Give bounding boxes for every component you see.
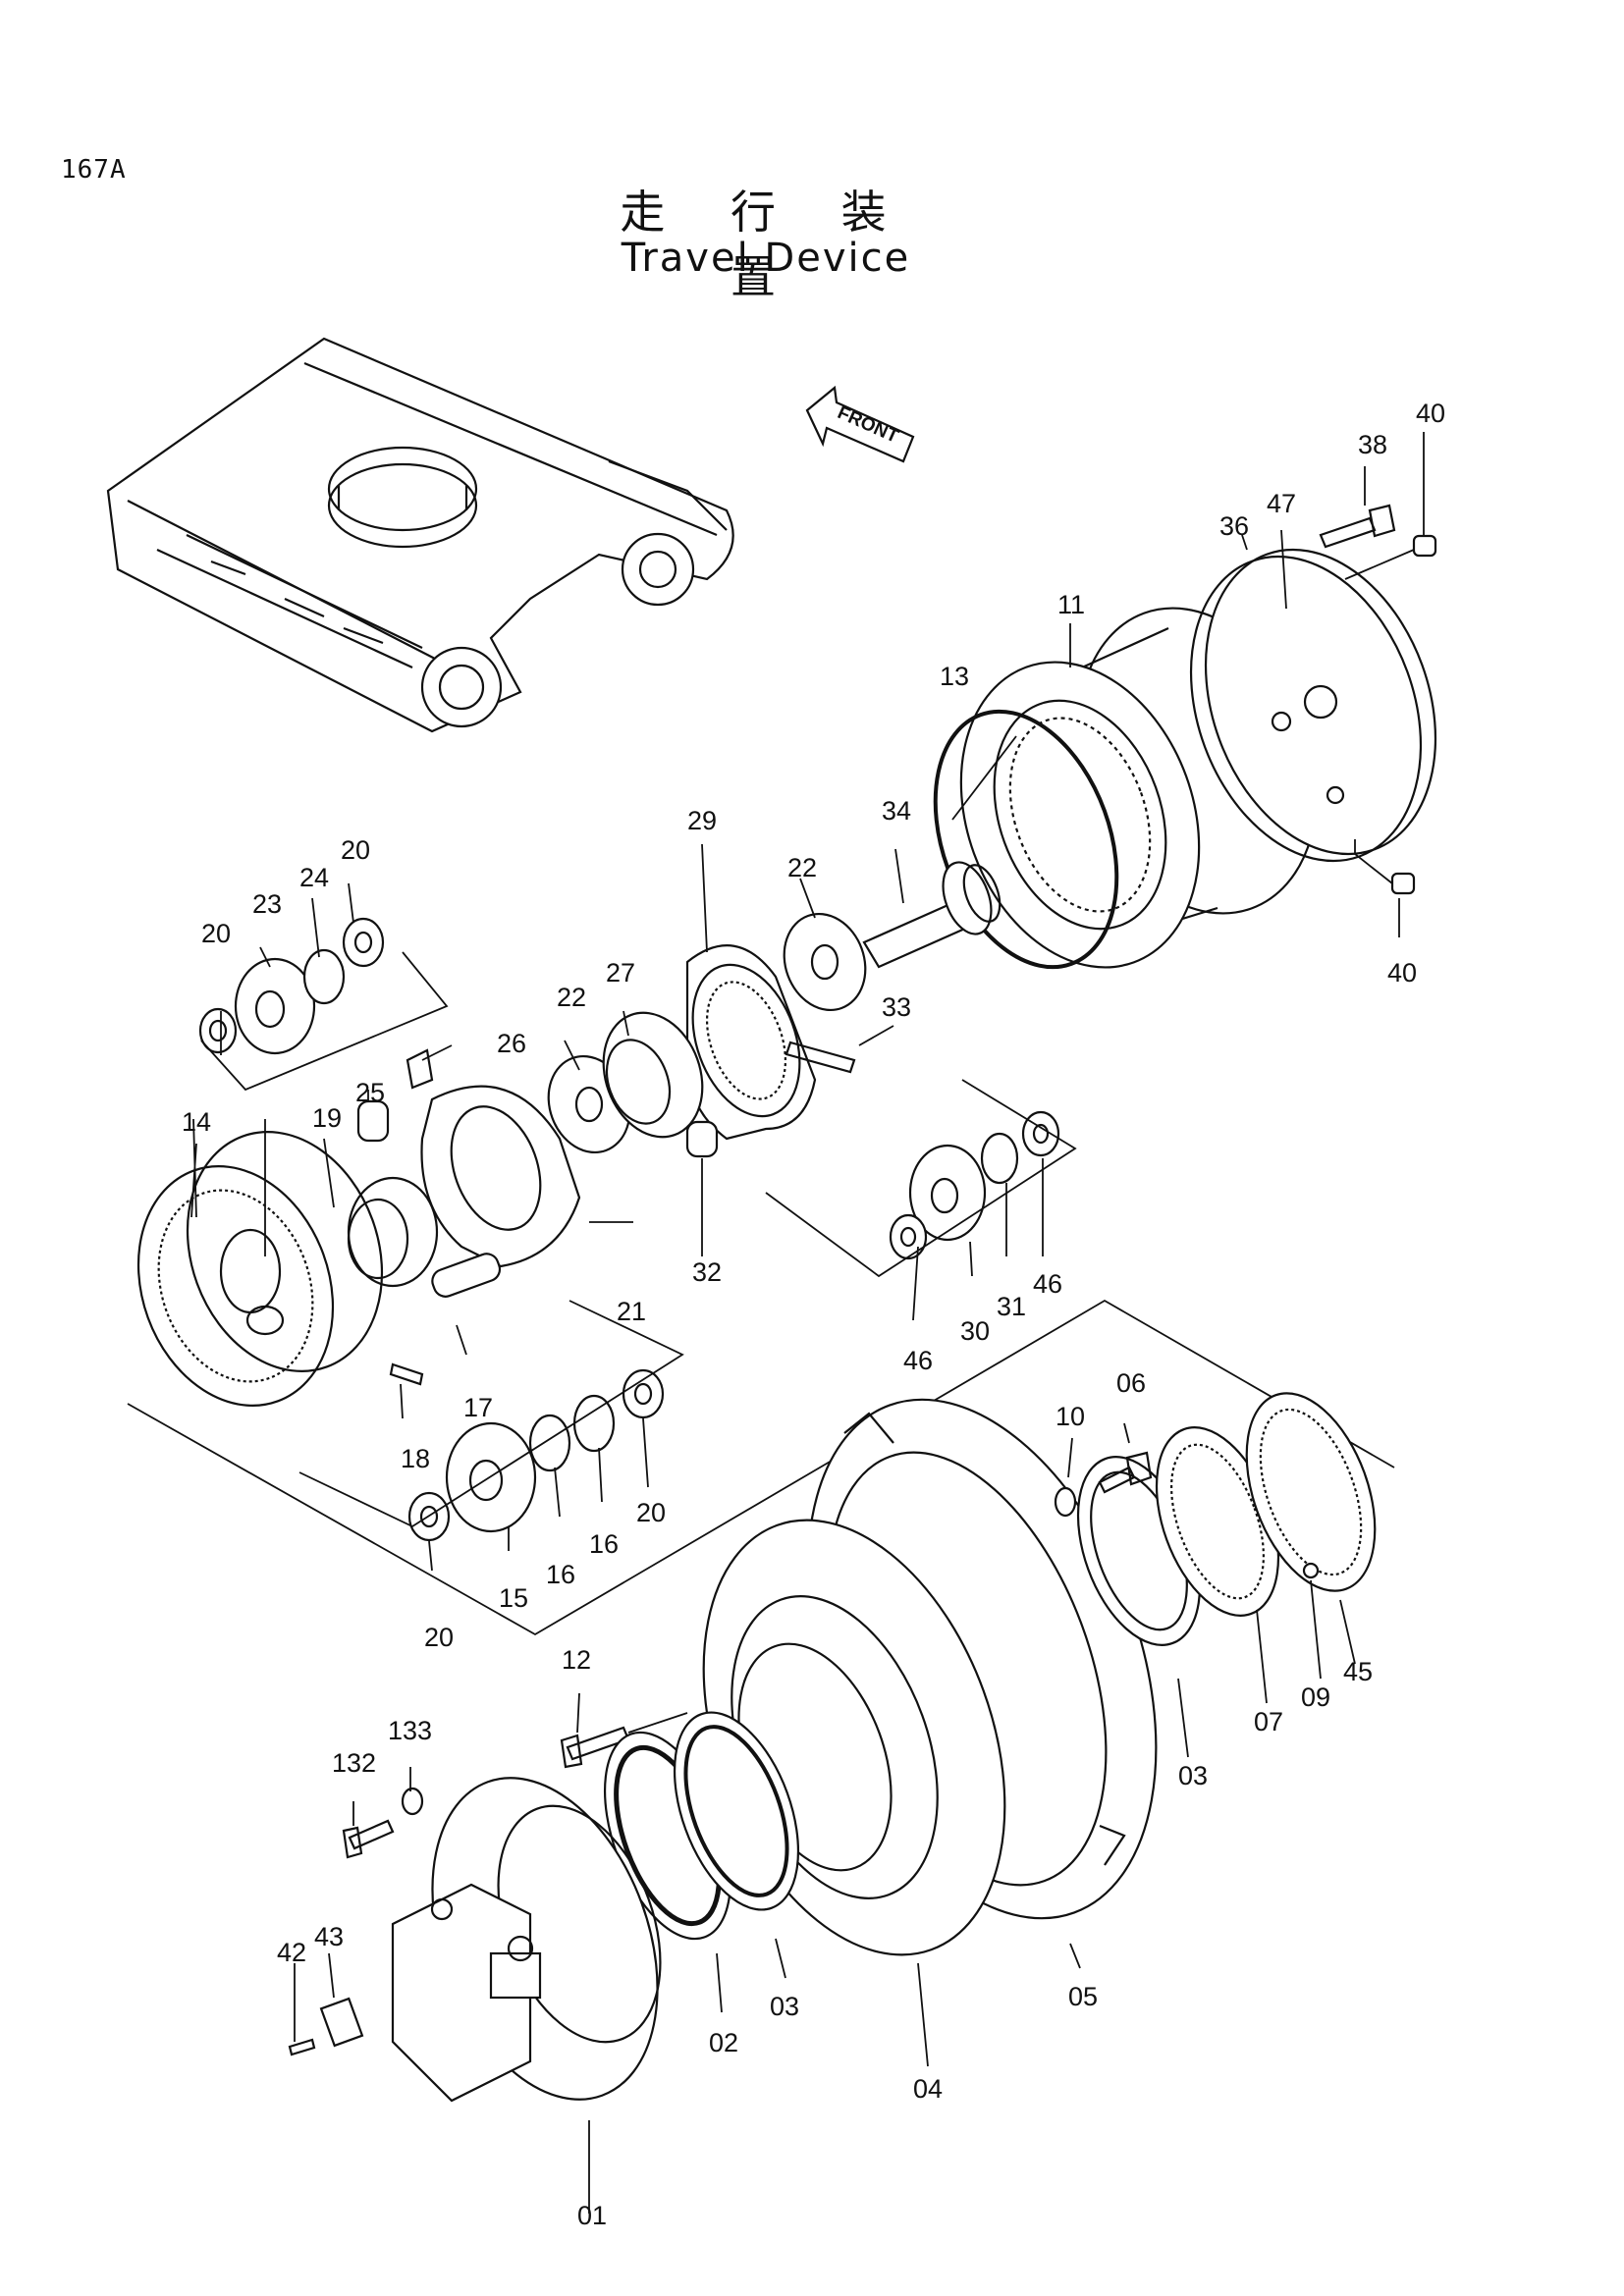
part-24-bearing: [302, 948, 346, 1005]
callout-10: 10: [1056, 1402, 1085, 1431]
title-japanese: 走 行 装 置: [620, 186, 912, 303]
part-16-bearing-b: [572, 1394, 616, 1453]
callout-16-a: 16: [546, 1560, 575, 1589]
callout-07: 07: [1254, 1707, 1283, 1736]
part-30-gear: [908, 1144, 987, 1242]
part-29-carrier: [685, 944, 817, 1141]
callout-42: 42: [277, 1938, 306, 1967]
callout-34: 34: [882, 796, 911, 826]
callout-03-left: 03: [770, 1992, 799, 2021]
callout-40-top: 40: [1416, 399, 1445, 428]
part-21-carrier: [420, 1085, 581, 1268]
callout-133: 133: [388, 1716, 432, 1745]
front-label: FRONT: [835, 402, 902, 448]
callout-46-b: 46: [1033, 1269, 1062, 1299]
callout-02: 02: [709, 2028, 738, 2057]
callout-01: 01: [577, 2201, 607, 2230]
callout-27: 27: [606, 958, 635, 988]
part-16-bearing-a: [528, 1414, 571, 1472]
undercarriage-sketch: [106, 337, 734, 733]
callout-20-b: 20: [341, 835, 370, 865]
part-34-shaft: [862, 861, 1001, 969]
part-46-washer-a: [1021, 1110, 1060, 1157]
callout-40-bottom: 40: [1387, 958, 1417, 988]
part-26-pin: [406, 1048, 434, 1090]
callout-16-b: 16: [589, 1529, 619, 1559]
callout-19: 19: [312, 1103, 342, 1133]
part-20-washer-ll2: [622, 1368, 665, 1419]
part-01-travel-motor: [391, 1777, 662, 2103]
part-33-pin: [785, 1041, 856, 1074]
title-english: Travel Device: [621, 236, 911, 281]
callout-11: 11: [1057, 590, 1085, 619]
part-40-plug-top: [1412, 534, 1437, 558]
part-20-washer-ul1: [198, 1007, 238, 1054]
front-arrow: FRONT: [805, 385, 915, 463]
part-132-bolt: [342, 1819, 395, 1859]
callout-24: 24: [299, 863, 329, 892]
callout-132: 132: [332, 1748, 376, 1778]
callout-46-a: 46: [903, 1346, 933, 1375]
part-10-washer: [1054, 1486, 1077, 1518]
callout-14: 14: [182, 1107, 211, 1137]
leader-lines: [190, 432, 1425, 2214]
part-22-washer-a: [783, 912, 867, 1012]
part-38-bolt: [1319, 504, 1396, 549]
callout-36: 36: [1219, 511, 1249, 541]
callout-22-b: 22: [787, 853, 817, 882]
callout-25: 25: [355, 1078, 385, 1107]
callout-13: 13: [940, 662, 969, 691]
part-17-pin: [431, 1253, 502, 1298]
callout-26: 26: [497, 1029, 526, 1058]
part-18-pin: [389, 1362, 424, 1386]
part-45-ring-gear: [1245, 1392, 1377, 1592]
part-14-drum: [136, 1131, 384, 1407]
callout-17: 17: [463, 1393, 493, 1422]
part-40-plug-bottom: [1390, 872, 1416, 895]
callout-09: 09: [1301, 1682, 1330, 1712]
callout-33: 33: [882, 992, 911, 1022]
part-32-pin: [685, 1120, 719, 1158]
callout-05: 05: [1068, 1982, 1098, 2011]
callout-22-a: 22: [557, 983, 586, 1012]
page-code: 167A: [61, 155, 127, 185]
part-43-plate: [319, 1997, 364, 2048]
part-46-washer-b: [889, 1213, 928, 1260]
part-20-washer-ul2: [342, 917, 385, 968]
callout-21: 21: [617, 1297, 646, 1326]
part-27-gear: [602, 1011, 704, 1139]
part-25-pin: [356, 1099, 390, 1143]
callout-43: 43: [314, 1922, 344, 1951]
callout-32: 32: [692, 1257, 722, 1287]
callout-23: 23: [252, 889, 282, 919]
callout-18: 18: [401, 1444, 430, 1473]
callout-12: 12: [562, 1645, 591, 1675]
part-19-gear: [347, 1176, 439, 1288]
callout-06: 06: [1116, 1368, 1146, 1398]
callout-38: 38: [1358, 430, 1387, 459]
callout-45: 45: [1343, 1657, 1373, 1686]
part-31-bearing: [980, 1132, 1019, 1185]
part-09-pin: [1302, 1562, 1320, 1579]
callout-20-d: 20: [424, 1623, 454, 1652]
callout-29: 29: [687, 806, 717, 835]
callout-20-a: 20: [201, 919, 231, 948]
part-06-bolt: [1098, 1451, 1153, 1494]
callout-04: 04: [913, 2074, 943, 2104]
callout-15: 15: [499, 1583, 528, 1613]
callout-03-right: 03: [1178, 1761, 1208, 1790]
part-133-washer: [401, 1787, 424, 1816]
callout-20-c: 20: [636, 1498, 666, 1527]
part-03-seal-left: [673, 1711, 800, 1911]
callout-labels: 01 02 03 03 04 05 06 07 09 10 11 12 13 1…: [182, 399, 1445, 2230]
callout-31: 31: [997, 1292, 1026, 1321]
part-42-screw: [288, 2038, 316, 2056]
callout-47: 47: [1267, 489, 1296, 518]
callout-30: 30: [960, 1316, 990, 1346]
part-36-cover: [1189, 548, 1437, 863]
part-23-gear: [234, 957, 316, 1055]
